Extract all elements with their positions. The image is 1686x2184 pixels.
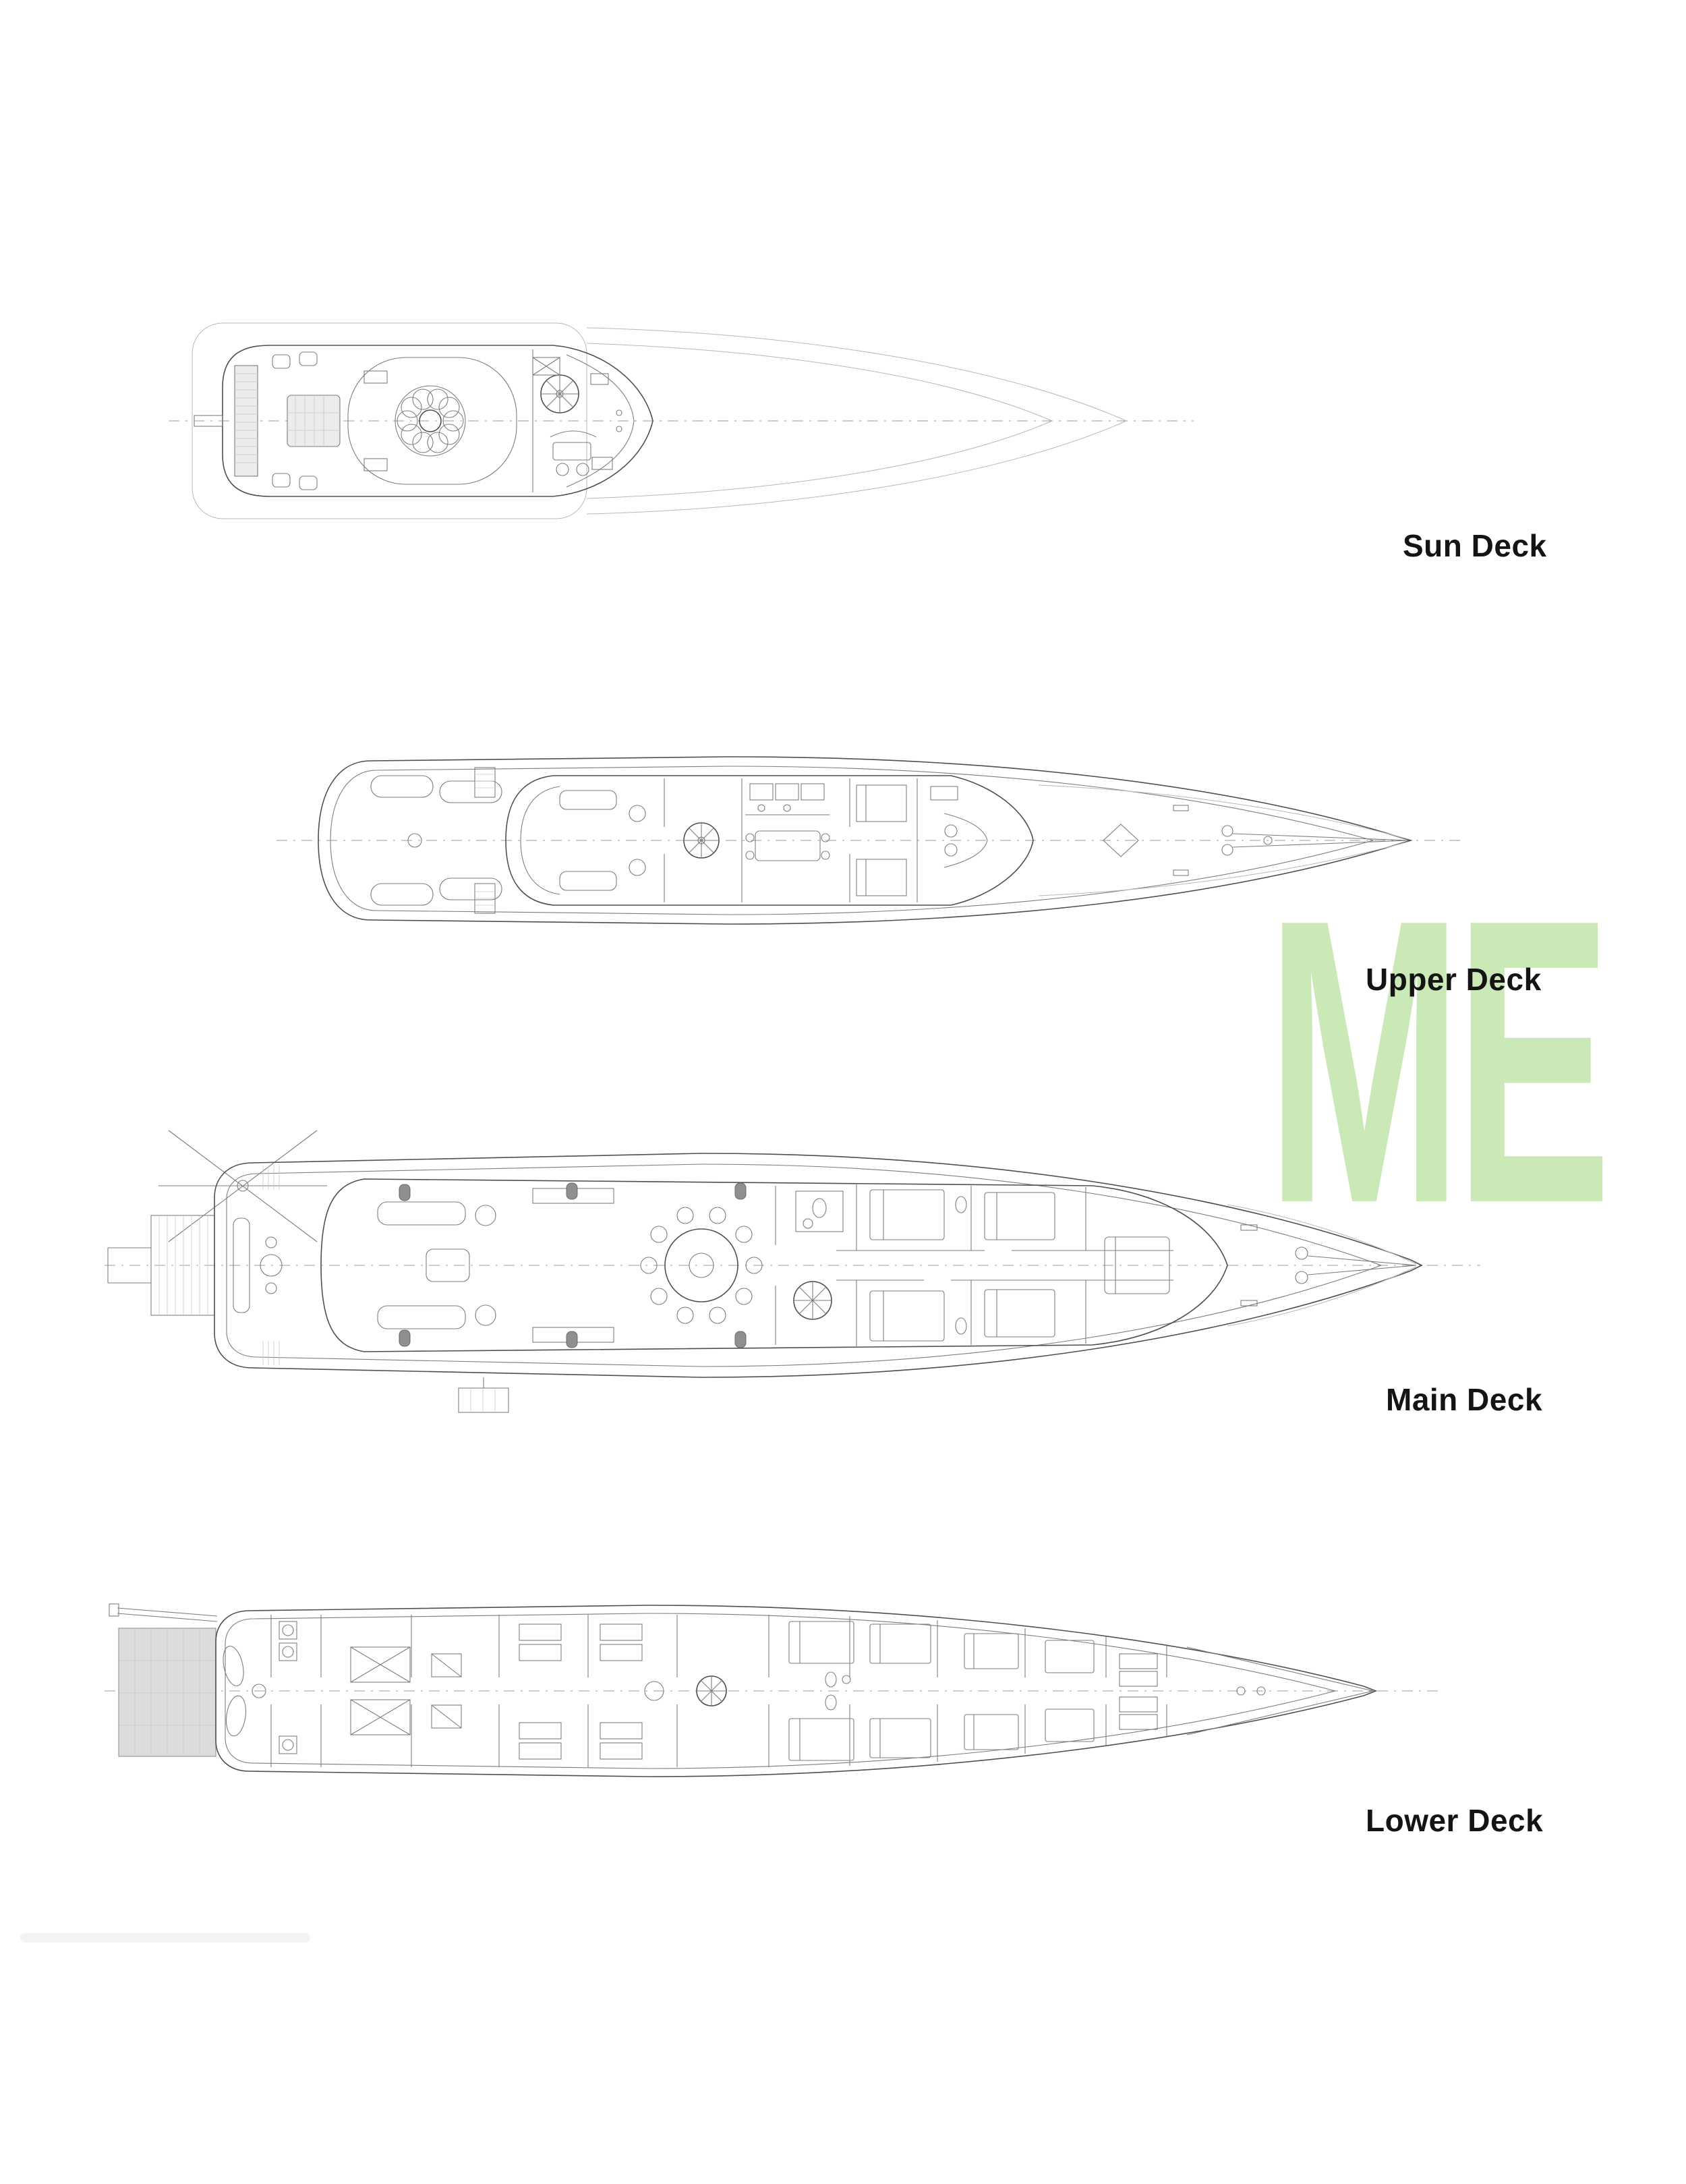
wheelhouse <box>930 786 988 868</box>
hull-outline <box>214 1153 1423 1378</box>
upper-deck-label: Upper Deck <box>1366 962 1542 997</box>
deck-below-outline <box>192 322 1128 519</box>
stern-mast-crane <box>158 1130 327 1242</box>
galley <box>745 783 830 815</box>
salon-furniture <box>377 1182 747 1348</box>
watermark-logo: ME <box>1267 836 1612 1288</box>
stern-platform <box>107 1215 215 1316</box>
sun-deck-label: Sun Deck <box>1403 528 1547 563</box>
bulkheads <box>270 1615 1167 1767</box>
swim-platform <box>109 1603 218 1757</box>
bar-unit <box>287 395 341 447</box>
main-deck-plan <box>105 1130 1480 1413</box>
aft-deck <box>233 1166 283 1365</box>
mast-structure <box>234 365 258 477</box>
crew-cabins <box>519 1623 664 1760</box>
scan-artifact <box>20 1933 310 1943</box>
beach-club <box>223 1645 266 1737</box>
spiral-stair <box>540 374 579 413</box>
spiral-stair <box>696 1675 727 1706</box>
lower-deck-label: Lower Deck <box>1366 1803 1544 1838</box>
engine-room <box>350 1646 462 1735</box>
foredeck <box>1038 784 1409 896</box>
upper-deck-plan <box>277 756 1463 925</box>
deckhouse-outline <box>320 1178 1228 1352</box>
flower-dining-table <box>395 385 466 457</box>
laundry <box>279 1621 297 1754</box>
seating-units <box>272 351 318 490</box>
side-boarding-platform <box>458 1377 509 1413</box>
cabin-beds <box>856 784 907 896</box>
guest-cabins <box>856 1184 1170 1346</box>
dining-area <box>745 830 830 861</box>
dining-table <box>640 1207 763 1324</box>
helm-console <box>532 349 613 492</box>
hull-outline <box>194 345 653 497</box>
seating-rail <box>347 357 517 485</box>
interior-partitions <box>664 778 918 902</box>
forward-crew <box>1119 1653 1158 1730</box>
aft-deck-loungers <box>370 775 502 906</box>
superstructure-outline <box>505 775 1034 906</box>
corridor <box>836 1250 1173 1281</box>
foredeck <box>1227 1204 1417 1327</box>
salon-furniture <box>559 790 646 891</box>
sun-deck-plan <box>169 322 1194 519</box>
chain-locker <box>1186 1646 1374 1735</box>
windshield-arc <box>566 354 635 488</box>
foyer-and-stair <box>775 1186 844 1345</box>
spiral-stair <box>683 822 720 859</box>
aft-stairs <box>474 767 496 914</box>
guest-cabins <box>788 1621 1095 1761</box>
lower-deck-plan <box>105 1603 1440 1777</box>
main-deck-label: Main Deck <box>1386 1382 1543 1417</box>
